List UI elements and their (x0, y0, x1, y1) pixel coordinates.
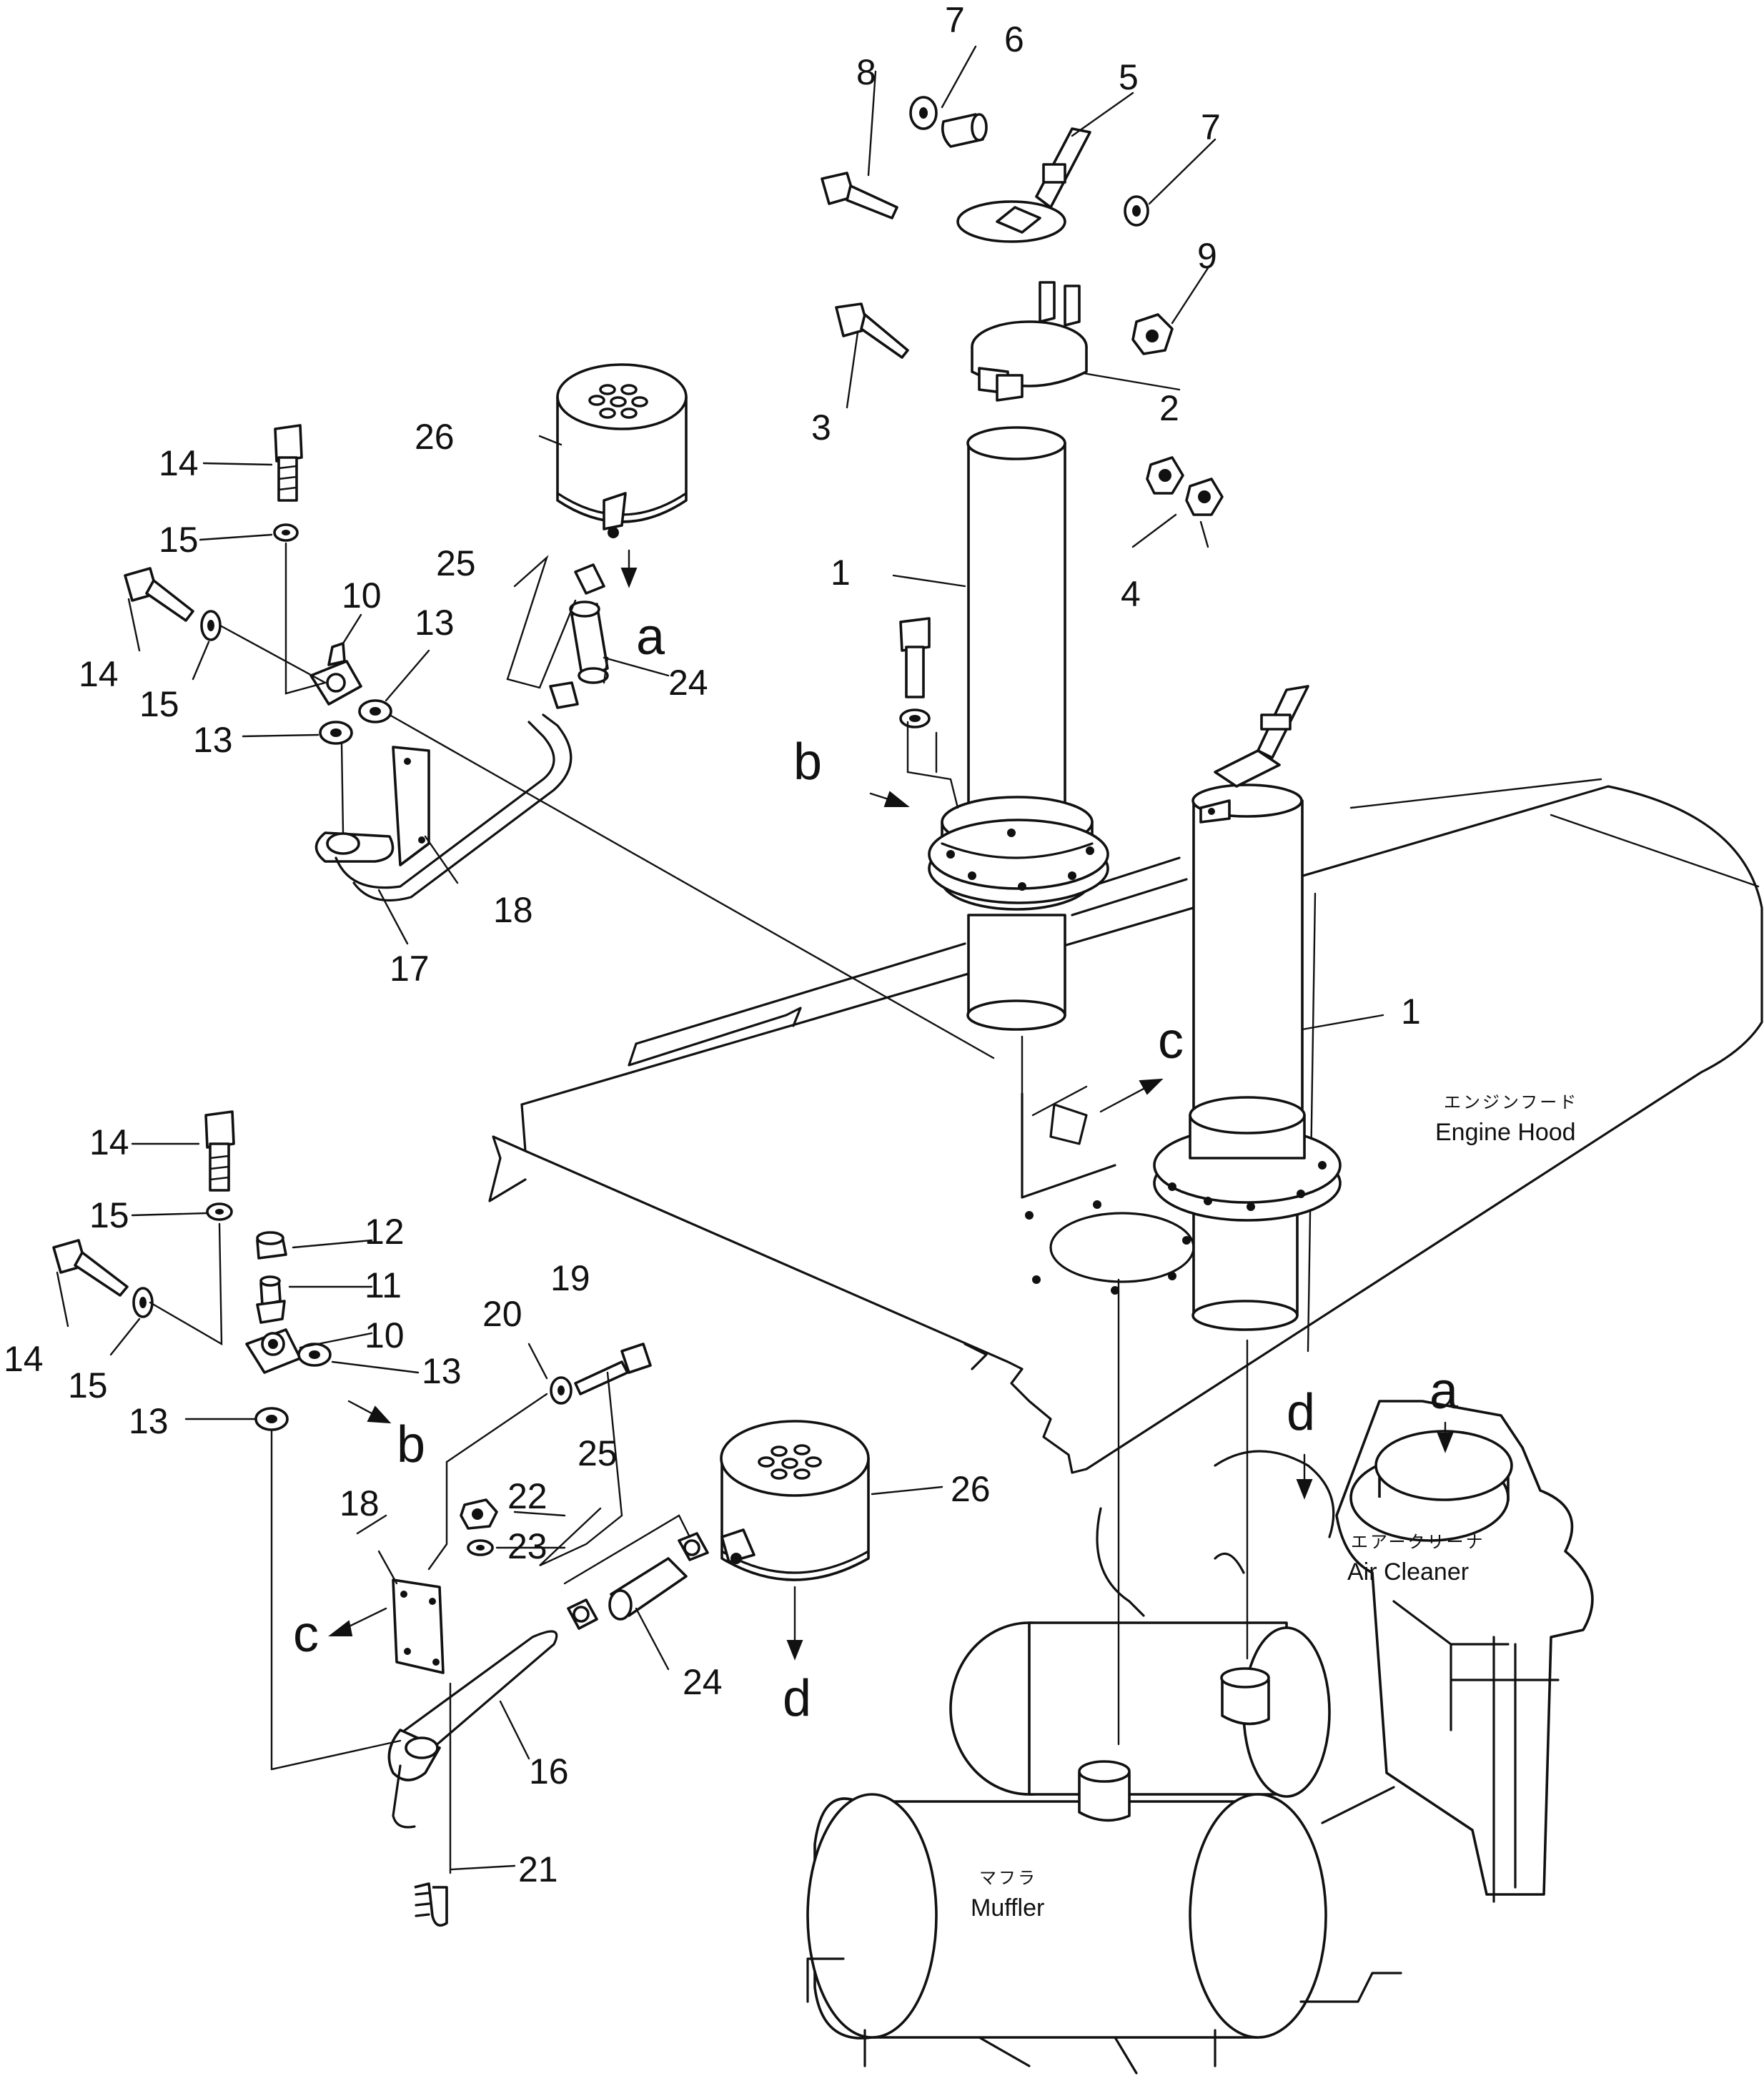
callout-17: 17 (390, 949, 430, 989)
callout-18-lower: 18 (340, 1483, 380, 1523)
lower-left-cluster (52, 1110, 870, 1927)
callout-19: 19 (550, 1258, 590, 1298)
air-cleaner-label-jp: エアークリーナ (1351, 1532, 1485, 1552)
callout-3: 3 (811, 407, 831, 448)
clamp-assembly (821, 172, 1224, 516)
flange-bolt (899, 617, 931, 728)
callout-21: 21 (518, 1849, 558, 1889)
callout-16: 16 (529, 1751, 569, 1791)
exhaust-pipe-upper (928, 426, 1109, 1031)
ref-b-upper: b (793, 733, 822, 791)
callout-13-ll-b: 13 (129, 1401, 169, 1441)
callout-2: 2 (1159, 388, 1179, 428)
callout-12: 12 (365, 1212, 405, 1252)
callout-15-ul-a: 15 (159, 520, 199, 560)
ref-d-lower: d (783, 1670, 811, 1727)
air-cleaner-label: Air Cleaner (1347, 1558, 1469, 1586)
callout-10-lower: 10 (365, 1315, 405, 1355)
callout-11: 11 (365, 1265, 402, 1305)
callout-13-ul-a: 13 (415, 603, 455, 643)
exhaust-pipe-lower (1153, 685, 1342, 1331)
callout-13-ul-b: 13 (193, 720, 233, 760)
callout-26-upper: 26 (415, 417, 455, 457)
callout-26-lower: 26 (951, 1469, 991, 1509)
callout-1-upper: 1 (831, 553, 851, 593)
callout-22: 22 (507, 1476, 547, 1516)
rain-cap-assembly (909, 96, 1149, 243)
reference-letters: b a c a d b c d (293, 608, 1459, 1727)
callout-14-ll-b: 14 (4, 1339, 44, 1379)
ref-c-upper: c (1158, 1012, 1184, 1069)
callout-6: 6 (1004, 19, 1024, 59)
ref-c-lower: c (293, 1606, 319, 1663)
callout-15-ll-a: 15 (89, 1195, 129, 1235)
callout-24-lower: 24 (683, 1662, 723, 1702)
callout-7-right: 7 (1201, 107, 1221, 147)
callout-15-ll-b: 15 (68, 1365, 108, 1405)
callout-14-ul-b: 14 (79, 654, 119, 694)
callout-14-ll-a: 14 (89, 1122, 129, 1162)
precleaner-holes-lower (758, 1444, 822, 1480)
engine-hood-label: Engine Hood (1435, 1119, 1576, 1146)
callout-9: 9 (1197, 236, 1217, 276)
callout-5: 5 (1119, 57, 1139, 97)
component-labels: エンジンフード Engine Hood エアークリーナ Air Cleaner … (971, 1092, 1578, 1922)
callout-8: 8 (856, 52, 876, 92)
leader-lines (56, 45, 1454, 1874)
callout-24-upper: 24 (668, 663, 708, 703)
ref-a-upper: a (636, 608, 665, 666)
callout-4: 4 (1121, 574, 1141, 614)
muffler (806, 1621, 1402, 2075)
precleaner-holes (588, 384, 648, 419)
callout-7-top: 7 (945, 0, 965, 40)
ref-b-lower: b (397, 1416, 425, 1473)
muffler-label-jp: マフラ (979, 1868, 1037, 1888)
callout-18-upper: 18 (493, 890, 533, 930)
callout-25-lower: 25 (578, 1433, 618, 1473)
callout-15-ul-b: 15 (139, 684, 179, 724)
callout-13-ll-a: 13 (422, 1351, 462, 1391)
callout-20: 20 (482, 1294, 522, 1334)
callout-14-ul-a: 14 (159, 443, 199, 483)
engine-hood-label-jp: エンジンフード (1444, 1092, 1578, 1112)
muffler-label: Muffler (971, 1894, 1044, 1922)
air-cleaner (1096, 1400, 1594, 1903)
ref-a-lower: a (1429, 1363, 1459, 1420)
callout-23: 23 (507, 1526, 547, 1566)
upper-left-cluster (124, 363, 688, 902)
callout-10-upper: 10 (342, 575, 382, 616)
callout-numbers: 7 6 5 7 8 9 2 3 4 1 1 26 14 15 25 10 13 … (4, 0, 1421, 1889)
callout-25-upper: 25 (436, 543, 476, 583)
callout-1-lower: 1 (1401, 992, 1421, 1032)
ref-d-upper: d (1287, 1384, 1315, 1441)
